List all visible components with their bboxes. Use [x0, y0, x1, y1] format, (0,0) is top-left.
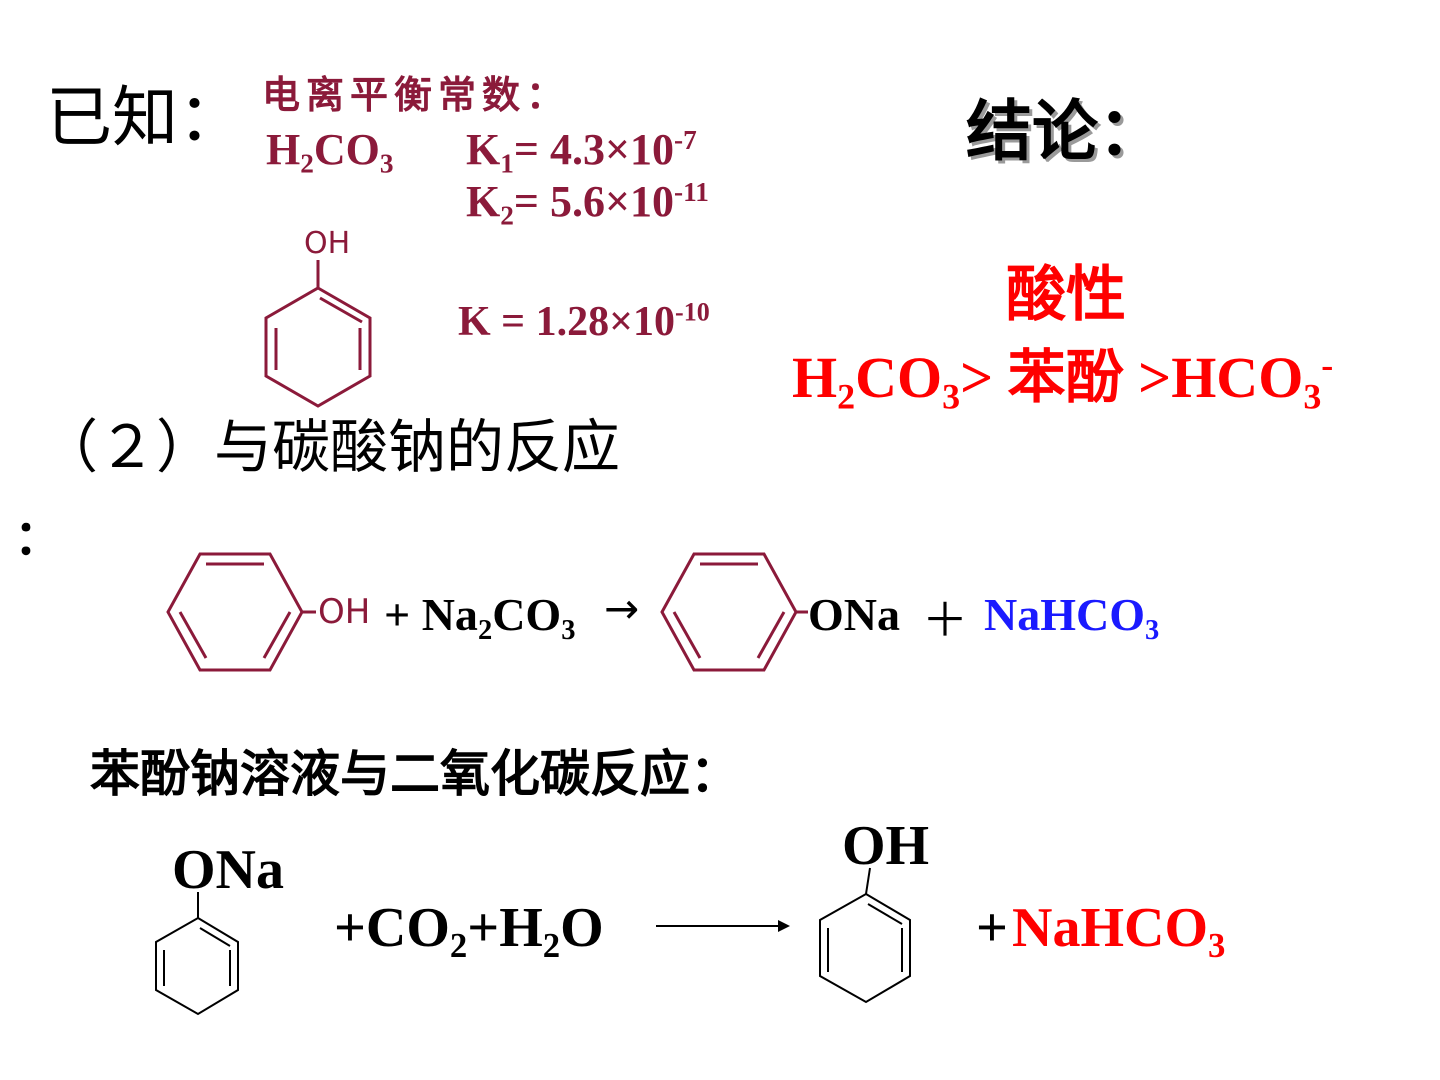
- constants-title: 电离平衡常数：: [262, 75, 571, 117]
- benzene-ring-icon: [166, 552, 316, 672]
- phenol-structure-icon: [819, 867, 911, 1004]
- reaction2-nahco3: NaHCO3: [1012, 897, 1226, 966]
- section-2-colon: ：: [14, 510, 63, 566]
- known-label: 已知：: [46, 79, 244, 156]
- phenol-k-constant: K = 1.28×10-10: [458, 297, 710, 345]
- phenol-oh-label: OH: [304, 226, 351, 261]
- conclusion-label: 结论：: [966, 93, 1164, 170]
- reaction2-arrow-icon: [656, 920, 790, 932]
- k1-constant: K1= 4.3×10-7: [466, 125, 697, 179]
- reaction2-plus: +: [976, 897, 1008, 959]
- section-2-title: （２）与碳酸钠的反应: [40, 413, 621, 481]
- reaction1-product-ona: ONa: [808, 589, 900, 640]
- reaction2-ona: ONa: [172, 839, 284, 901]
- reaction1-oh: OH: [318, 592, 371, 632]
- reaction2-oh: OH: [842, 815, 930, 877]
- reaction2-title: 苯酚钠溶液与二氧化碳反应：: [90, 745, 740, 803]
- acidity-label: 酸性: [1006, 260, 1126, 330]
- reaction2-reactants: +CO2+H2O: [334, 897, 604, 966]
- reaction1-plus: ＋: [922, 593, 968, 647]
- phenol-structure-icon: [264, 260, 372, 408]
- acidity-order: H2CO3> 苯酚 >HCO3-: [792, 345, 1334, 417]
- benzene-ring-icon: [660, 552, 808, 672]
- reaction1-na2co3: + Na2CO3: [384, 589, 576, 647]
- sodium-phenoxide-structure-icon: [155, 892, 239, 1016]
- k2-constant: K2= 5.6×10-11: [466, 177, 709, 231]
- reaction1-arrow-icon: →: [604, 584, 640, 633]
- reaction1-nahco3: NaHCO3: [984, 589, 1160, 647]
- h2co3-formula: H2CO3: [266, 125, 394, 179]
